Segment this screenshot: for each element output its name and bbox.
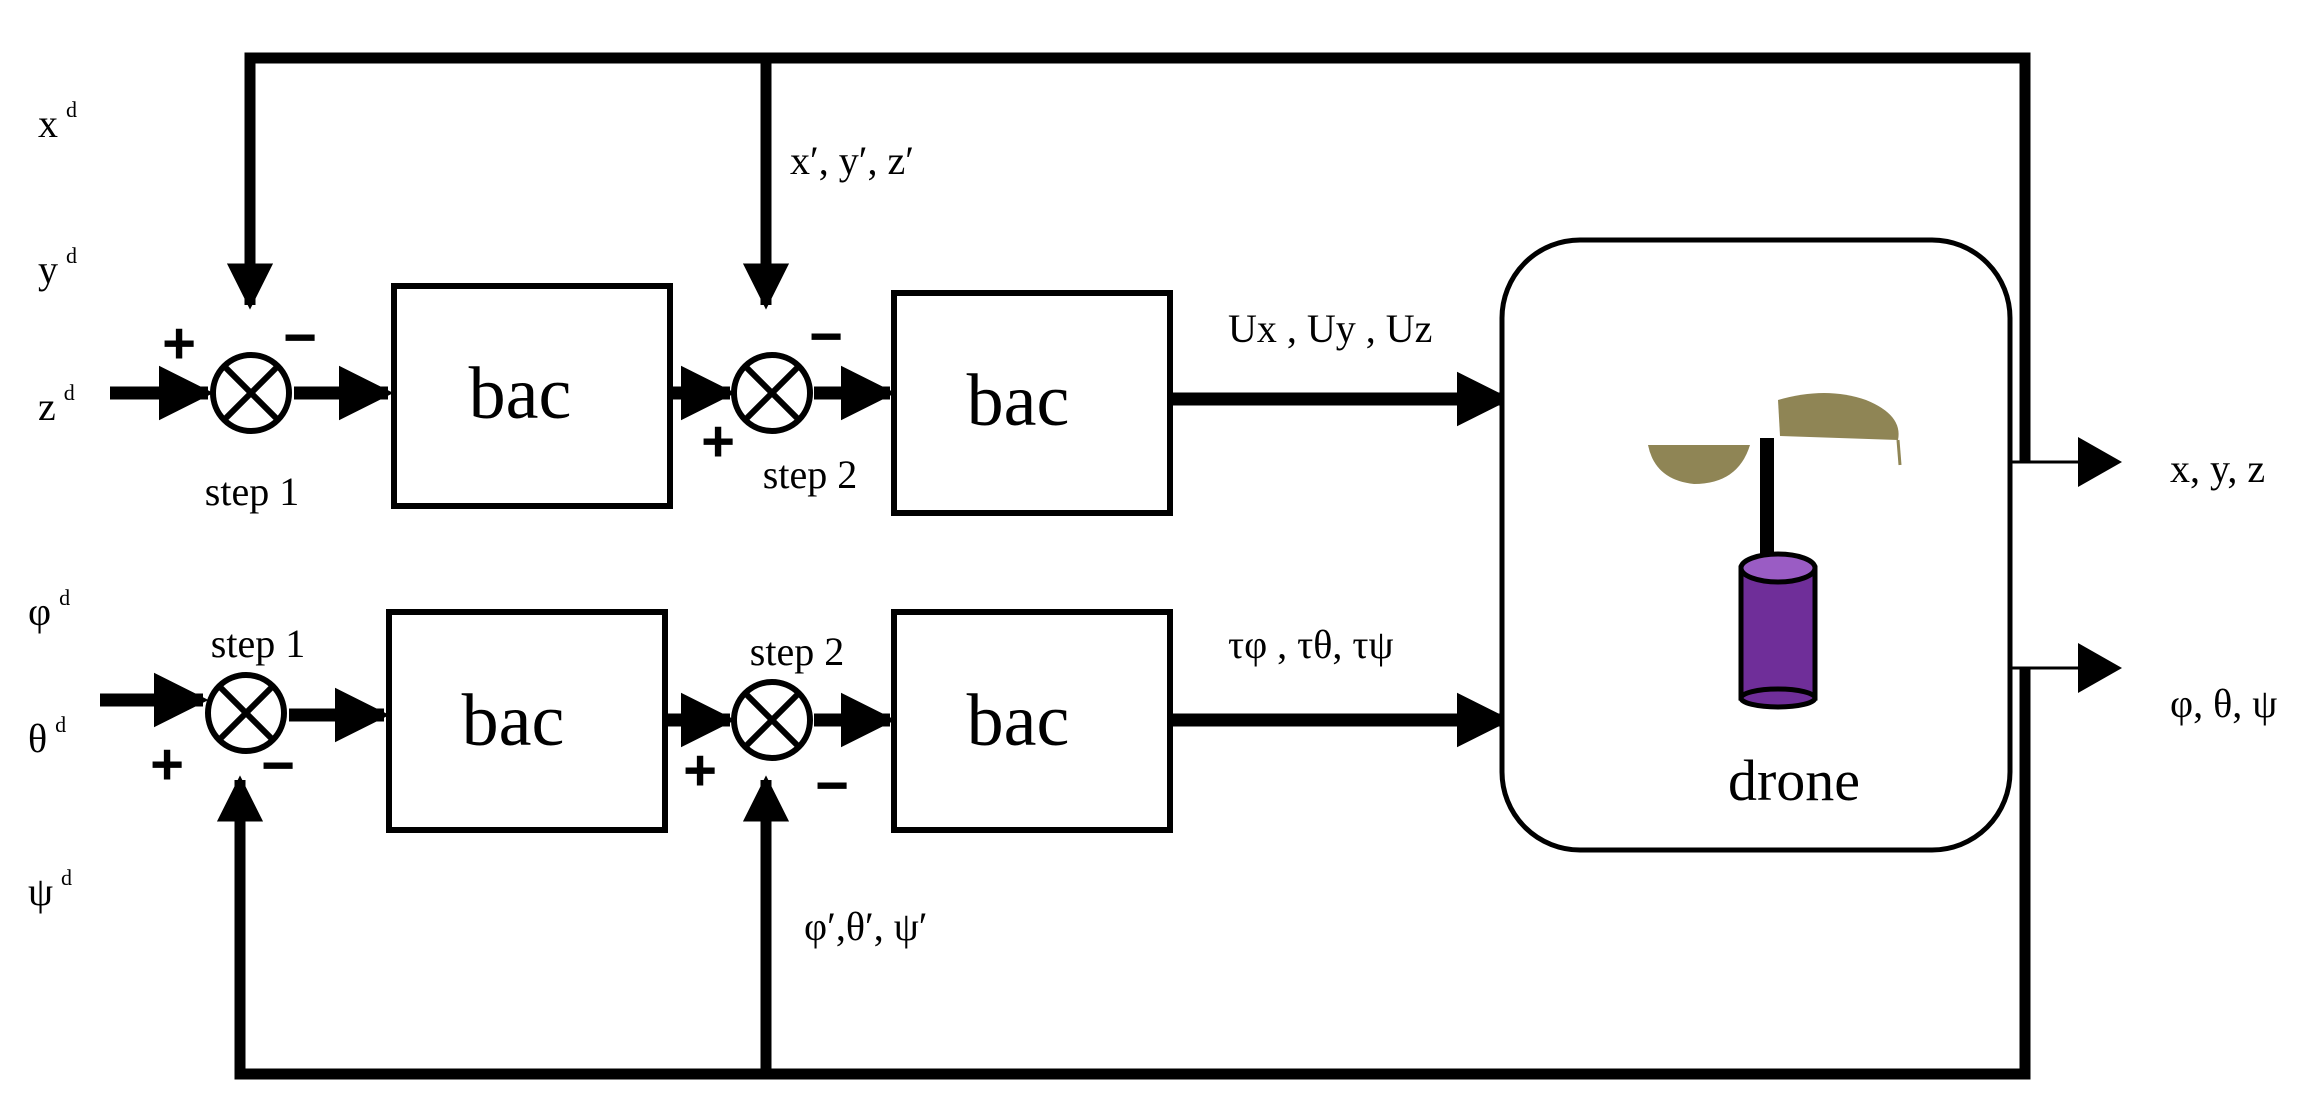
step1-label-att: step 1 — [211, 621, 305, 666]
summing-junction-icon — [205, 352, 813, 761]
bac-label-pos-1: bac — [469, 353, 572, 435]
att-output-label: φ, θ, ψ — [2170, 681, 2277, 726]
drone-block — [1499, 237, 2013, 853]
position-feedback-line — [226, 52, 2031, 462]
drone-shaft — [1760, 438, 1774, 558]
outer-feedback-lines — [216, 52, 2031, 1080]
summing-junction-pos-step1 — [210, 352, 292, 434]
position-chain — [110, 365, 1512, 427]
minus-sign-pos-step1: − — [283, 305, 317, 370]
bac-block-pos-2 — [891, 290, 1173, 516]
att-output-arrowhead — [2078, 643, 2122, 693]
att-control-label: τφ , τθ, τψ — [1228, 622, 1394, 667]
minus-sign-att-step2: − — [815, 753, 849, 818]
bac-block-att-1 — [386, 609, 668, 833]
bac-blocks — [386, 283, 1173, 833]
plus-sign-pos-step2: + — [701, 409, 735, 474]
step2-label-att: step 2 — [750, 629, 844, 674]
bac-block-pos-1 — [391, 283, 673, 509]
propeller-left — [1648, 445, 1750, 484]
attitude-chain — [100, 672, 1512, 748]
propeller-right-tip — [1896, 439, 1902, 466]
step1-label-pos: step 1 — [205, 469, 299, 514]
attitude-feedback-line — [216, 668, 2031, 1080]
propeller-right — [1778, 393, 1899, 440]
pos-output-arrowhead — [2078, 437, 2122, 487]
plus-sign-pos-step1: + — [162, 311, 196, 376]
bac-label-pos-2: bac — [967, 360, 1070, 442]
bac-label-att-2: bac — [967, 680, 1070, 762]
pos-control-label: Ux , Uy , Uz — [1228, 306, 1432, 351]
drone-body-top — [1738, 551, 1818, 585]
drone-body — [1738, 565, 1818, 701]
bac-block-att-2 — [891, 609, 1173, 833]
att-feedback-label: φ′,θ′, ψ′ — [804, 904, 928, 949]
plus-sign-att-step2: + — [683, 738, 717, 803]
drone-body-bottom — [1738, 686, 1818, 710]
minus-sign-att-step1: − — [261, 733, 295, 798]
bac-label-att-1: bac — [462, 680, 565, 762]
drone-label: drone — [1728, 748, 1860, 813]
pos-feedback-label: x′, y′, z′ — [790, 138, 914, 183]
summing-junction-pos-step2 — [731, 352, 813, 434]
step2-label-pos: step 2 — [763, 452, 857, 497]
summing-junction-att-step1 — [205, 672, 287, 754]
pos-output-label: x, y, z — [2170, 446, 2265, 491]
plus-sign-att-step1: + — [150, 732, 184, 797]
drone-icon — [1648, 393, 1902, 710]
minus-sign-pos-step2: − — [809, 304, 843, 369]
summing-junction-att-step2 — [731, 679, 813, 761]
outputs — [2008, 437, 2122, 693]
